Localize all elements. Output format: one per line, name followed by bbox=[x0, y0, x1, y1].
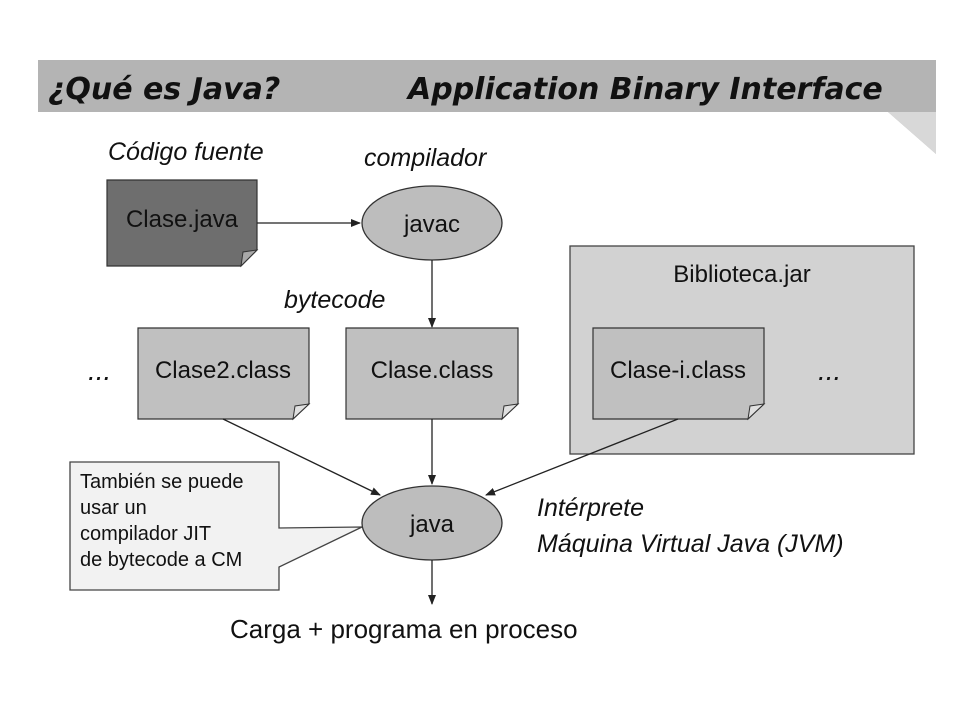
arrow-class-i-to-java bbox=[485, 418, 679, 496]
class-i-file-label: Clase-i.class bbox=[610, 357, 746, 384]
library-label: Biblioteca.jar bbox=[673, 261, 810, 288]
javac-label: javac bbox=[403, 211, 460, 238]
ellipsis-right: ... bbox=[818, 355, 841, 386]
callout-line-1: También se puede bbox=[80, 471, 243, 493]
arrow-class2-to-java bbox=[222, 418, 381, 496]
java-label: java bbox=[409, 511, 455, 538]
callout-line-2: usar un bbox=[80, 497, 147, 519]
header-left-title: ¿Qué es Java? bbox=[48, 72, 280, 107]
class-i-file-icon bbox=[592, 327, 766, 421]
callout-line-4: de bytecode a CM bbox=[80, 549, 242, 571]
class2-file-label: Clase2.class bbox=[155, 357, 291, 384]
source-code-label: Código fuente bbox=[108, 138, 264, 166]
source-file-label: Clase.java bbox=[126, 206, 239, 233]
compiler-label: compilador bbox=[364, 144, 488, 172]
jvm-label: Máquina Virtual Java (JVM) bbox=[537, 530, 844, 558]
class2-file-icon bbox=[137, 327, 311, 421]
ellipsis-left: ... bbox=[88, 355, 111, 386]
header-bar bbox=[38, 60, 936, 154]
bytecode-label: bytecode bbox=[284, 286, 385, 314]
source-file-icon bbox=[106, 179, 259, 268]
callout-line-3: compilador JIT bbox=[80, 523, 211, 545]
class-file-icon bbox=[345, 327, 520, 421]
interpreter-label: Intérprete bbox=[537, 494, 644, 522]
header-right-title: Application Binary Interface bbox=[406, 72, 883, 107]
jit-callout bbox=[69, 461, 363, 591]
class-file-label: Clase.class bbox=[371, 357, 494, 384]
output-label: Carga + programa en proceso bbox=[230, 614, 578, 644]
